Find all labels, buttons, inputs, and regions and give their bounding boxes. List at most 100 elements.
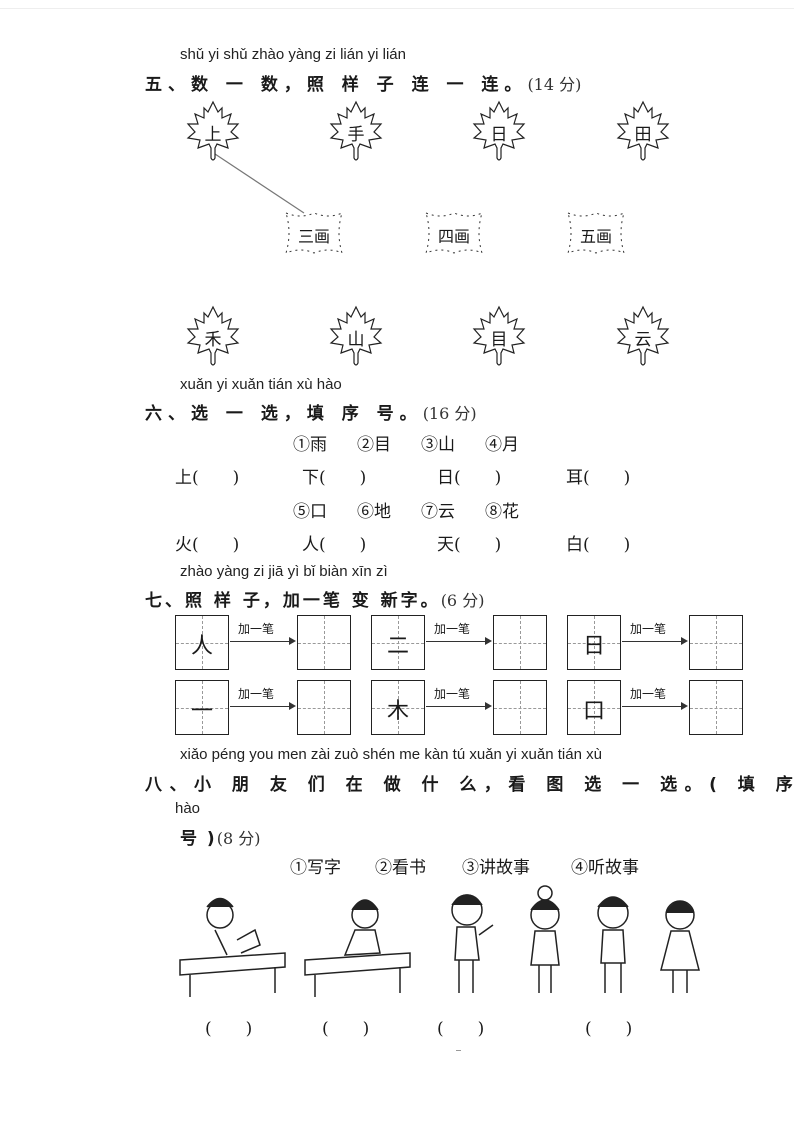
arrow-icon xyxy=(485,637,492,645)
sample-char-box: 二 xyxy=(371,615,425,670)
option: ⑦云 xyxy=(421,502,455,522)
sample-char-box: 日 xyxy=(567,615,621,670)
arrow-label: 加一笔 xyxy=(238,687,275,701)
s8-points: (8 分) xyxy=(216,829,261,848)
sample-char-box: 木 xyxy=(371,680,425,735)
answer-char-box[interactable] xyxy=(689,680,743,735)
s7-heading: 七、照 样 子，加一笔 变 新字。(6 分) xyxy=(145,586,484,611)
leaf-bottom-3[interactable]: 云 xyxy=(614,305,672,367)
leaf-char: 山 xyxy=(347,330,365,350)
s8-title: 八、小 朋 友 们 在 做 什 么，看 图 选 一 选。( 填 序 xyxy=(145,775,794,795)
leaf-bottom-1[interactable]: 山 xyxy=(327,305,385,367)
s8-pinyin: xiǎo péng you men zài zuò shén me kàn tú… xyxy=(180,746,602,763)
arrow-add-stroke: 加一笔 xyxy=(426,685,492,715)
sample-char-box: 人 xyxy=(175,615,229,670)
arrow-add-stroke: 加一笔 xyxy=(622,620,688,650)
s8-option: ④听故事 xyxy=(571,858,639,878)
arrow-add-stroke: 加一笔 xyxy=(622,685,688,715)
s8-option: ②看书 xyxy=(375,858,426,878)
answer-blank[interactable]: 日( ) xyxy=(437,468,502,488)
s8-option: ①写字 xyxy=(290,858,341,878)
s7-title: 七、照 样 子，加一笔 变 新字。 xyxy=(145,591,441,611)
leaf-top-2[interactable]: 日 xyxy=(470,100,528,162)
answer-char-box[interactable] xyxy=(493,615,547,670)
page-mark xyxy=(456,1050,461,1051)
s5-pinyin: shǔ yi shǔ zhào yàng zi lián yi lián xyxy=(180,46,406,63)
option: ⑥地 xyxy=(357,502,391,522)
leaf-top-3[interactable]: 田 xyxy=(614,100,672,162)
sample-char: 口 xyxy=(582,699,605,724)
arrow-icon xyxy=(681,637,688,645)
s6-points: (16 分) xyxy=(422,404,477,423)
s8-pinyin2: hào xyxy=(175,800,201,817)
stroke-box[interactable]: 三画 xyxy=(283,210,345,256)
option: ④月 xyxy=(485,435,519,455)
answer-blank[interactable]: 火( ) xyxy=(175,535,240,555)
s6-heading: 六、选 一 选，填 序 号。(16 分) xyxy=(145,399,477,424)
arrow-add-stroke: 加一笔 xyxy=(230,685,296,715)
answer-char-box[interactable] xyxy=(297,615,351,670)
answer-blank[interactable]: 人( ) xyxy=(302,535,367,555)
top-divider xyxy=(0,8,794,9)
answer-blank[interactable]: 下( ) xyxy=(302,468,367,488)
arrow-icon xyxy=(289,637,296,645)
sample-char: 木 xyxy=(386,699,409,724)
s8-option: ③讲故事 xyxy=(462,858,530,878)
stroke-box[interactable]: 四画 xyxy=(423,210,485,256)
leaf-bottom-2[interactable]: 目 xyxy=(470,305,528,367)
arrow-label: 加一笔 xyxy=(434,687,471,701)
sample-char: 人 xyxy=(190,634,213,659)
children-illustration xyxy=(179,885,700,997)
sample-char: 二 xyxy=(386,634,409,659)
stroke-box[interactable]: 五画 xyxy=(565,210,627,256)
option: ②目 xyxy=(357,435,391,455)
answer-char-box[interactable] xyxy=(493,680,547,735)
leaf-char: 云 xyxy=(634,330,652,350)
option: ①雨 xyxy=(293,435,327,455)
leaf-char: 田 xyxy=(634,125,652,145)
answer-blank[interactable]: 天( ) xyxy=(437,535,502,555)
s7-points: (6 分) xyxy=(440,591,485,610)
arrow-add-stroke: 加一笔 xyxy=(230,620,296,650)
arrow-icon xyxy=(485,702,492,710)
s5-points: (14 分) xyxy=(527,75,582,94)
s6-title: 六、选 一 选，填 序 号。 xyxy=(145,404,423,424)
leaf-char: 手 xyxy=(347,125,365,145)
s5-title: 五、数 一 数，照 样 子 连 一 连。 xyxy=(145,75,528,95)
sample-char: 一 xyxy=(190,699,213,724)
leaf-char: 上 xyxy=(204,125,222,145)
leaf-char: 目 xyxy=(490,330,508,350)
answer-char-box[interactable] xyxy=(297,680,351,735)
arrow-label: 加一笔 xyxy=(630,687,667,701)
option: ⑧花 xyxy=(485,502,519,522)
sample-char: 日 xyxy=(582,634,605,659)
s8-answer-blank[interactable]: ( ) xyxy=(437,1019,485,1039)
s6-pinyin: xuǎn yi xuǎn tián xù hào xyxy=(180,376,342,393)
s5-heading: 五、数 一 数，照 样 子 连 一 连。(14 分) xyxy=(145,70,581,95)
answer-char-box[interactable] xyxy=(689,615,743,670)
sample-char-box: 口 xyxy=(567,680,621,735)
arrow-add-stroke: 加一笔 xyxy=(426,620,492,650)
leaf-bottom-0[interactable]: 禾 xyxy=(184,305,242,367)
answer-blank[interactable]: 上( ) xyxy=(175,468,240,488)
answer-blank[interactable]: 白( ) xyxy=(566,535,631,555)
s8-answer-blank[interactable]: ( ) xyxy=(322,1019,370,1039)
s8-title2: 号 ) xyxy=(180,829,217,849)
leaf-top-0[interactable]: 上 xyxy=(184,100,242,162)
arrow-icon xyxy=(681,702,688,710)
s8-answer-blank[interactable]: ( ) xyxy=(205,1019,253,1039)
s8-heading2: 号 )(8 分) xyxy=(180,824,260,849)
arrow-label: 加一笔 xyxy=(630,622,667,636)
s8-answer-blank[interactable]: ( ) xyxy=(585,1019,633,1039)
leaf-char: 禾 xyxy=(204,330,222,350)
answer-blank[interactable]: 耳( ) xyxy=(566,468,631,488)
arrow-label: 加一笔 xyxy=(434,622,471,636)
sample-char-box: 一 xyxy=(175,680,229,735)
leaf-char: 日 xyxy=(490,125,508,145)
arrow-icon xyxy=(289,702,296,710)
option: ③山 xyxy=(421,435,455,455)
s7-pinyin: zhào yàng zi jiā yì bǐ biàn xīn zì xyxy=(180,563,388,580)
leaf-top-1[interactable]: 手 xyxy=(327,100,385,162)
connect-line xyxy=(211,151,305,214)
